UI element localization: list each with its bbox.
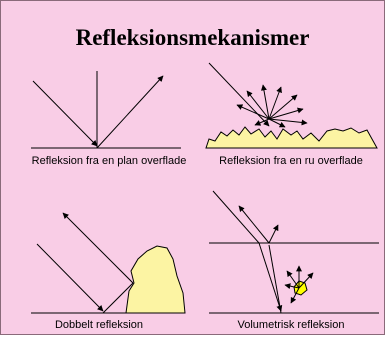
refracted-ray — [258, 242, 283, 312]
panel-volumetric-reflection — [209, 190, 379, 314]
diagram-canvas: Refleksion fra en plan overflade Refleks… — [31, 62, 379, 331]
panel-plane-reflection — [31, 71, 181, 149]
incident-ray — [212, 190, 260, 244]
returning-ray — [268, 244, 282, 314]
caption-plane: Refleksion fra en plan overflade — [32, 155, 187, 167]
returned-ray — [62, 212, 134, 284]
incident-ray — [208, 62, 270, 127]
secondary-ray — [268, 224, 279, 244]
wall-object — [125, 245, 186, 314]
scattered-rays — [284, 265, 314, 304]
escaping-ray — [238, 205, 270, 244]
caption-volumetric: Volumetrisk refleksion — [238, 319, 345, 331]
caption-double: Dobbelt refleksion — [55, 319, 143, 331]
incident-ray — [32, 80, 98, 147]
incident-ray — [36, 243, 104, 312]
diagram-title: Refleksionsmekanismer — [75, 25, 310, 50]
caption-rough: Refleksion fra en ru overflade — [219, 155, 363, 167]
rough-surface — [205, 126, 378, 149]
panel-double-reflection — [31, 212, 186, 314]
reflected-ray — [96, 75, 164, 149]
scattered-rays — [236, 84, 308, 128]
first-bounce-ray — [102, 282, 134, 314]
panel-rough-reflection — [205, 62, 378, 149]
